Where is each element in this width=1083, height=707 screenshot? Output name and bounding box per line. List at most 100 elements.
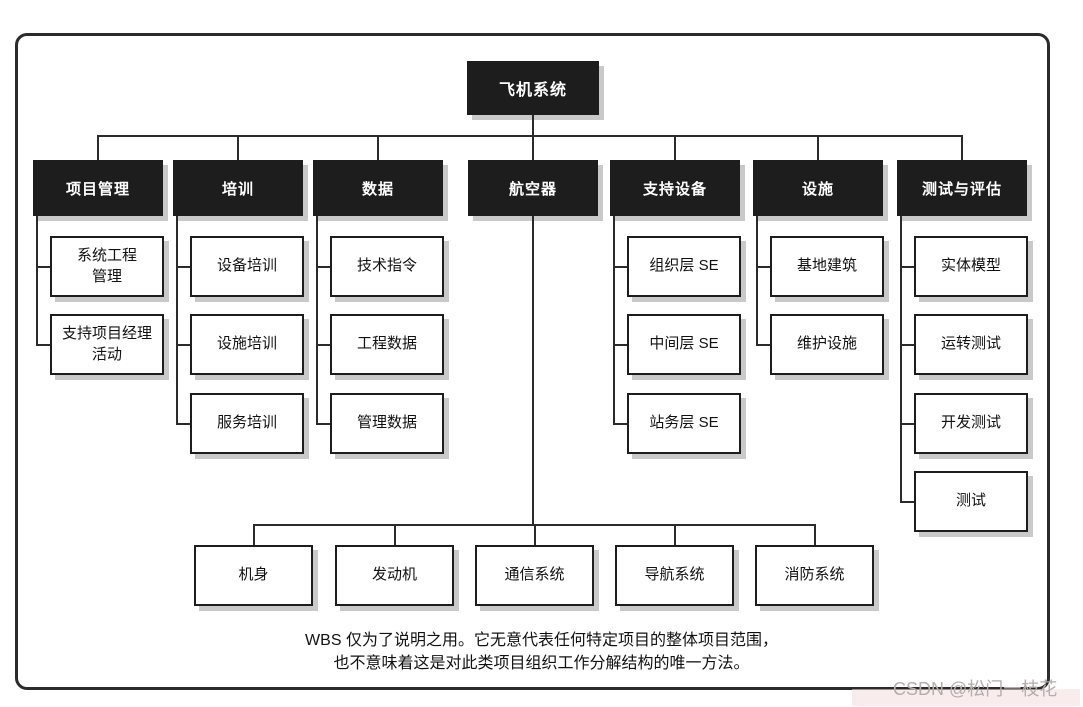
child-node-1-0: 设备培训 [190, 236, 304, 297]
connector-line [36, 344, 50, 346]
child-node-2-2: 管理数据 [330, 393, 444, 454]
connector-line [316, 216, 318, 425]
node-label: 运转测试 [940, 335, 1001, 353]
connector-line [36, 216, 38, 346]
node-label: 测试与评估 [921, 180, 1002, 198]
node-label: 培训 [221, 180, 254, 198]
node-label: 支持项目经理 [61, 325, 152, 343]
connector-line [900, 266, 914, 268]
aircraft-subsystem-node-0: 机身 [194, 545, 313, 606]
watermark-band [852, 689, 1080, 706]
node-label: 组织层 SE [649, 257, 719, 275]
connector-line [817, 135, 819, 160]
column-node-5: 设施 [753, 160, 883, 216]
aircraft-subsystem-node-3: 导航系统 [615, 545, 734, 606]
column-node-4: 支持设备 [610, 160, 740, 216]
connector-line [532, 216, 534, 526]
connector-line [613, 423, 627, 425]
diagram-border-frame [15, 33, 1050, 690]
connector-line [97, 135, 99, 160]
node-label: 导航系统 [644, 566, 705, 584]
node-label: 服务培训 [216, 414, 277, 432]
connector-line [532, 115, 534, 137]
child-node-6-1: 运转测试 [914, 314, 1028, 375]
child-node-1-2: 服务培训 [190, 393, 304, 454]
connector-line [316, 266, 330, 268]
node-label: 测试 [955, 492, 986, 510]
aircraft-subsystem-node-4: 消防系统 [755, 545, 874, 606]
connector-line [756, 266, 770, 268]
child-node-4-0: 组织层 SE [627, 236, 741, 297]
child-node-1-1: 设施培训 [190, 314, 304, 375]
child-node-4-1: 中间层 SE [627, 314, 741, 375]
aircraft-subsystem-node-1: 发动机 [335, 545, 454, 606]
connector-line [176, 216, 178, 425]
node-label: 设施培训 [216, 335, 277, 353]
node-label: 数据 [361, 180, 394, 198]
child-node-2-0: 技术指令 [330, 236, 444, 297]
connector-line [253, 524, 255, 545]
connector-line [900, 423, 914, 425]
node-label: 管理 [91, 267, 122, 285]
node-label: 设备培训 [216, 257, 277, 275]
footnote: WBS 仅为了说明之用。它无意代表任何特定项目的整体项目范围， 也不意味着这是对… [0, 629, 1083, 675]
connector-line [176, 266, 190, 268]
connector-line [316, 344, 330, 346]
connector-line [674, 135, 676, 160]
connector-line [176, 344, 190, 346]
footnote-line-2: 也不意味着这是对此类项目组织工作分解结构的唯一方法。 [333, 655, 750, 672]
node-label: 系统工程 [76, 247, 137, 265]
aircraft-subsystem-node-2: 通信系统 [475, 545, 594, 606]
connector-line [613, 216, 615, 425]
connector-line [814, 524, 816, 545]
node-label: 中间层 SE [649, 335, 719, 353]
root-node-aircraft-system: 飞机系统 [467, 61, 599, 115]
node-label: 工程数据 [356, 335, 417, 353]
connector-line [900, 344, 914, 346]
connector-line [961, 135, 963, 160]
node-label: 站务层 SE [649, 414, 719, 432]
connector-line [756, 216, 758, 346]
node-label: 设施 [801, 180, 834, 198]
connector-line [534, 524, 536, 545]
connector-line [237, 135, 239, 160]
footnote-line-1: WBS 仅为了说明之用。它无意代表任何特定项目的整体项目范围， [305, 632, 778, 649]
node-label: 维护设施 [796, 335, 857, 353]
column-node-2: 数据 [313, 160, 443, 216]
node-label: 活动 [91, 345, 122, 363]
column-node-6: 测试与评估 [897, 160, 1027, 216]
connector-line [900, 216, 902, 503]
child-node-6-2: 开发测试 [914, 393, 1028, 454]
node-label: 技术指令 [356, 257, 417, 275]
node-label: 发动机 [371, 566, 417, 584]
connector-line [613, 266, 627, 268]
child-node-5-0: 基地建筑 [770, 236, 884, 297]
connector-line [756, 344, 770, 346]
node-label: 实体模型 [940, 257, 1001, 275]
connector-line [97, 135, 963, 137]
column-node-3: 航空器 [468, 160, 598, 216]
watermark-text: CSDN @松门一枝花 [893, 679, 1058, 699]
connector-line [900, 501, 914, 503]
child-node-5-1: 维护设施 [770, 314, 884, 375]
node-label: 航空器 [508, 180, 557, 198]
node-label: 管理数据 [356, 414, 417, 432]
connector-line [532, 135, 534, 160]
column-node-1: 培训 [173, 160, 303, 216]
connector-line [377, 135, 379, 160]
child-node-4-2: 站务层 SE [627, 393, 741, 454]
child-node-6-3: 测试 [914, 471, 1028, 532]
node-label: 机身 [238, 566, 269, 584]
connector-line [394, 524, 396, 545]
column-node-0: 项目管理 [33, 160, 163, 216]
node-label: 通信系统 [504, 566, 565, 584]
node-label: 支持设备 [642, 180, 707, 198]
node-label: 开发测试 [940, 414, 1001, 432]
connector-line [613, 344, 627, 346]
node-label: 消防系统 [784, 566, 845, 584]
child-node-6-0: 实体模型 [914, 236, 1028, 297]
node-label: 项目管理 [65, 180, 130, 198]
child-node-0-1: 支持项目经理活动 [50, 314, 164, 375]
connector-line [316, 423, 330, 425]
